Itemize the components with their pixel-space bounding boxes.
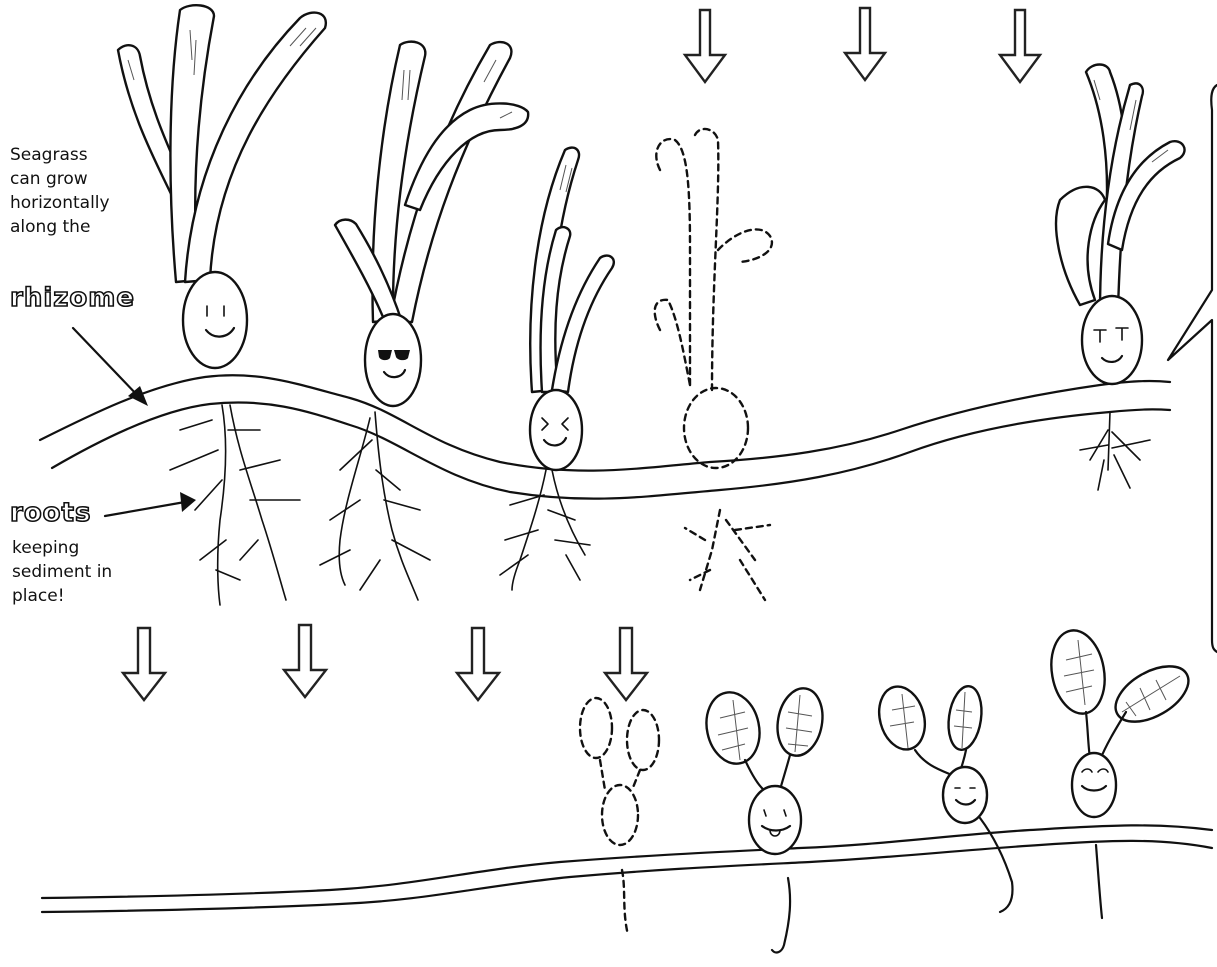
seagrass-caption: Seagrass can grow horizontally along the [10,143,110,239]
speech-bubble [1168,85,1217,652]
seagrass-plant-2 [335,42,528,406]
roots-label: roots [10,498,91,528]
seagrass-plant-4 [1056,65,1184,491]
down-arrow-icon [845,8,885,80]
down-arrow-icon [685,10,725,82]
seagrass-caption-line-2: can grow [10,167,110,191]
down-arrow-icon [123,628,165,700]
seedling-3 [1045,626,1198,918]
roots-caption-line-3: place! [12,584,112,608]
bottom-rhizome [42,825,1212,912]
rhizome-label: rhizome [10,283,135,313]
down-arrow-icon [457,628,499,700]
dashed-plant-bottom [580,698,659,935]
dashed-plant-top [655,129,772,600]
down-arrow-icon [1000,10,1040,82]
seedling-2 [872,681,1012,912]
down-arrow-icon [605,628,647,700]
seagrass-caption-line-3: horizontally [10,191,110,215]
seedling-1 [700,685,827,953]
pointer-arrows [73,328,196,516]
seagrass-caption-line-4: along the [10,215,110,239]
seagrass-caption-line-1: Seagrass [10,143,110,167]
roots-top [170,405,590,605]
down-arrow-icon [284,625,326,697]
roots-caption-line-2: sediment in [12,560,112,584]
roots-caption-line-1: keeping [12,536,112,560]
seagrass-plant-1 [118,5,326,368]
top-rhizome [40,375,1170,498]
seagrass-plant-3 [530,148,614,470]
roots-caption: keeping sediment in place! [12,536,112,608]
